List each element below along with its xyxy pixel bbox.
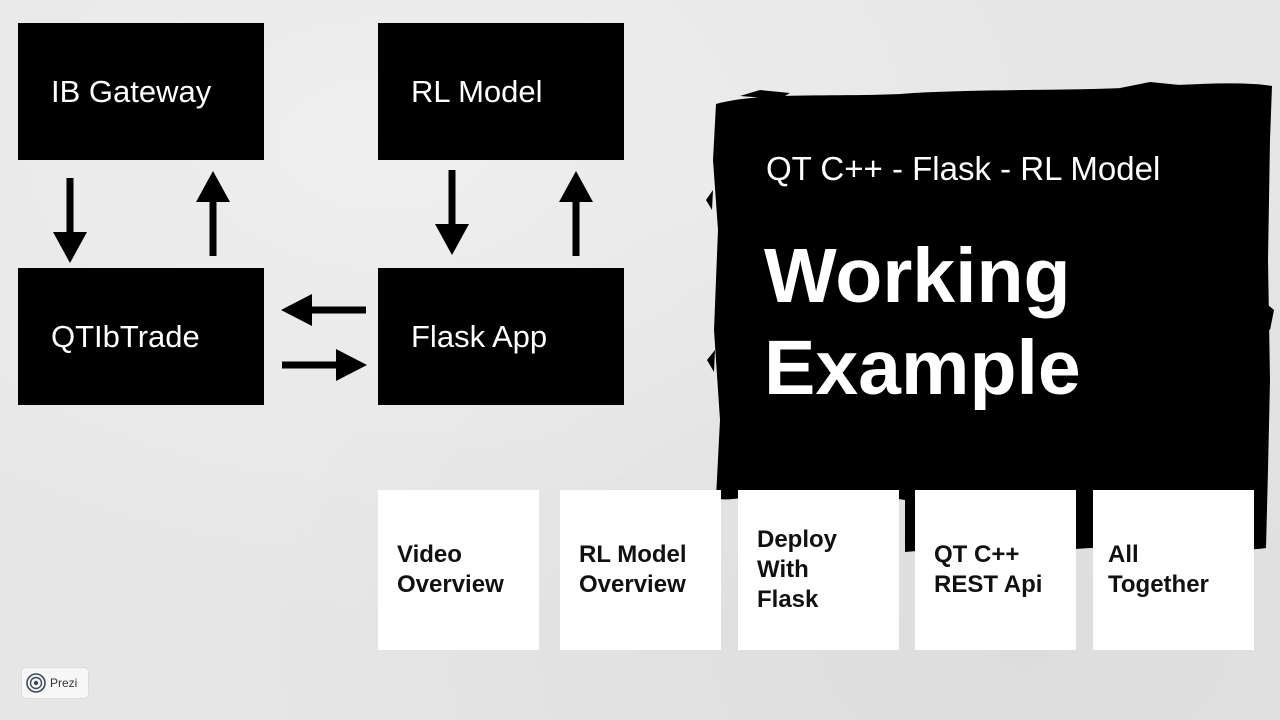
topic-card-label: QT C++ REST Api xyxy=(934,541,1043,598)
node-flask-app: Flask App xyxy=(378,268,624,405)
node-qtibtrade: QTIbTrade xyxy=(18,268,264,405)
arrow-qtibtrade-to-flask xyxy=(282,349,367,381)
topic-card-label: Deploy With Flask xyxy=(757,526,838,613)
node-label: QTIbTrade xyxy=(51,318,200,354)
hero-subtitle: QT C++ - Flask - RL Model xyxy=(766,150,1161,187)
prezi-badge[interactable]: Prezi xyxy=(22,668,88,698)
topic-card-label: Video Overview xyxy=(397,541,504,598)
hero-title-line-2: Example xyxy=(764,325,1081,411)
hero-title: Working Example xyxy=(764,230,1081,414)
arrow-flask-to-qtibtrade xyxy=(281,294,366,326)
arrow-rl-to-flask xyxy=(435,170,469,255)
topic-card-label: All Together xyxy=(1108,541,1209,598)
topic-card-all-together[interactable]: All Together xyxy=(1093,490,1254,650)
prezi-logo-icon xyxy=(26,673,46,693)
topic-card-video-overview[interactable]: Video Overview xyxy=(378,490,539,650)
node-rl-model: RL Model xyxy=(378,23,624,160)
topic-card-rl-model-overview[interactable]: RL Model Overview xyxy=(560,490,721,650)
topic-card-deploy-with-flask[interactable]: Deploy With Flask xyxy=(738,490,899,650)
arrow-flask-to-rl xyxy=(559,171,593,256)
node-label: Flask App xyxy=(411,318,548,354)
node-label: RL Model xyxy=(411,73,543,109)
prezi-label: Prezi xyxy=(50,676,78,690)
node-label: IB Gateway xyxy=(51,73,212,109)
topic-card-qt-rest-api[interactable]: QT C++ REST Api xyxy=(915,490,1076,650)
node-ib-gateway: IB Gateway xyxy=(18,23,264,160)
arrow-qtibtrade-to-ib xyxy=(196,171,230,256)
arrow-ib-to-qtibtrade xyxy=(53,178,87,263)
topic-card-label: RL Model Overview xyxy=(579,541,687,598)
hero-title-line-1: Working xyxy=(764,233,1071,319)
